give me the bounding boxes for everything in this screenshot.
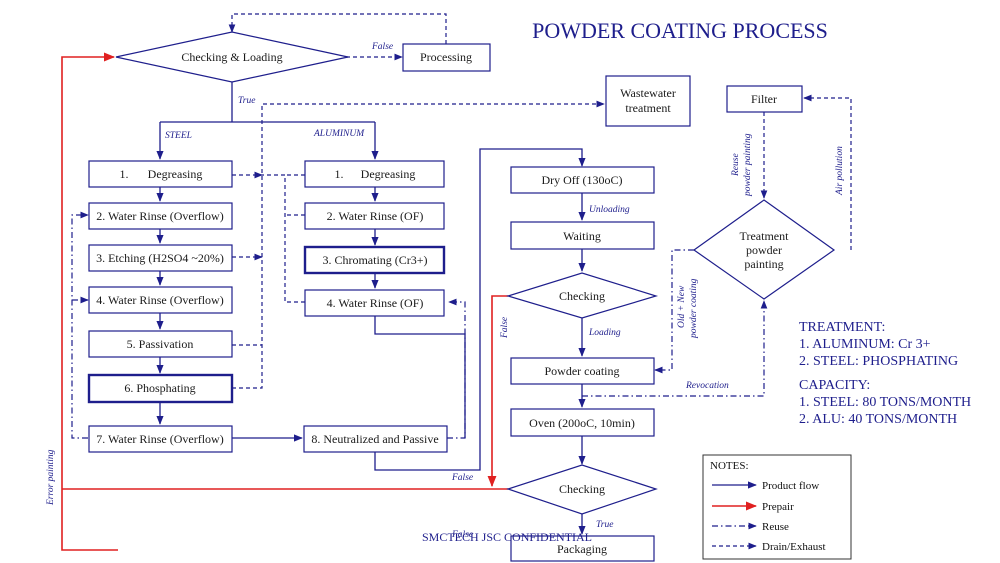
legend-header: NOTES: [710,460,749,472]
steel-degreasing-box [88,160,233,188]
loading-tag: Loading [588,328,621,338]
treatment-label-2: powder [746,243,782,257]
drain-line [284,175,305,303]
dry-off-label: Dry Off (130oC) [541,173,622,187]
to-dry-off-arrow [374,148,586,471]
capacity-line-1: 1. STEEL: 80 TONS/MONTH [799,395,971,410]
alu-chromating-box [303,245,446,275]
treatment-label-1: Treatment [740,229,790,243]
old-new-tag-1: Old + New [677,285,687,328]
alu-rinse-1-label: 2. Water Rinse (OF) [327,209,424,223]
treatment-header: TREATMENT: [799,320,885,335]
checking-1-label: Checking [559,289,605,303]
air-pollution-arrow [803,94,852,250]
reuse-tag-1: Reuse [731,153,741,177]
legend-item: Product flow [762,480,819,492]
neutralized-reuse-arrow [447,298,466,439]
alu-degreasing-num: 1. [335,167,344,181]
legend: NOTES: Product flow Prepair Reuse Drain/… [702,454,852,560]
true-low-tag: True [596,520,613,530]
checking-loading-label: Checking & Loading [181,50,282,64]
capacity-line-2: 2. ALU: 40 TONS/MONTH [799,412,957,427]
treatment-line-1: 1. ALUMINUM: Cr 3+ [799,337,931,352]
steel-rinse-2-label: 4. Water Rinse (Overflow) [96,293,223,307]
powder-coating-box [510,357,655,385]
checking-2-diamond [506,464,658,515]
legend-item: Prepair [762,501,794,513]
packaging-label: Packaging [557,542,607,556]
legend-item: Reuse [762,521,789,533]
checking-2-label: Checking [559,482,605,496]
confidential-watermark: SMCTECH JSC CONFIDENTIAL [422,530,592,544]
repair-return-arrow [487,295,508,488]
treatment-diamond [692,199,836,300]
checking-1-diamond [505,272,659,319]
old-new-powder-arrow [654,249,694,374]
alu-degreasing-box [304,160,445,188]
alu-degreasing-label: Degreasing [361,167,416,181]
wastewater-label-2: treatment [625,101,671,115]
neutralized-box [303,425,448,453]
steel-rinse-1-box [88,202,233,230]
alu-rinse-2-label: 4. Water Rinse (OF) [327,296,424,310]
wastewater-box [605,75,691,127]
unloading-tag: Unloading [589,205,630,215]
dry-off-box [510,166,655,194]
wastewater-label-1: Wastewater [620,86,676,100]
oven-label: Oven (200oC, 10min) [529,416,635,430]
alu-rinse-1-box [304,202,445,230]
steel-tag: STEEL [165,131,192,141]
air-pollution-tag: Air pollution [835,146,845,196]
capacity-header: CAPACITY: [799,378,870,393]
page-title: POWDER COATING PROCESS [532,18,828,43]
revocation-tag: Revocation [685,381,729,391]
alu-rinse-2-box [304,289,445,317]
processing-label: Processing [420,50,472,64]
oven-box [510,408,655,437]
filter-label: Filter [751,92,777,106]
treatment-label-3: painting [744,257,783,271]
neutralized-label: 8. Neutralized and Passive [311,432,438,446]
steel-rinse-reuse-loop [71,211,89,439]
drain-to-wastewater-arrow [232,100,605,389]
powder-coating-label: Powder coating [545,364,620,378]
steel-rinse-3-label: 7. Water Rinse (Overflow) [96,432,223,446]
revocation-arrow [582,300,768,397]
steel-etching-label: 3. Etching (H2SO4 ~20%) [96,251,224,265]
steel-passivation-box [88,330,233,358]
reuse-tag-2: powder painting [743,133,753,197]
steel-phosphating-box [87,373,234,404]
steel-rinse-1-label: 2. Water Rinse (Overflow) [96,209,223,223]
waiting-box [510,221,655,250]
old-new-tag-2: powder coating [689,278,699,339]
treatment-line-2: 2. STEEL: PHOSPHATING [799,354,958,369]
false-tag: False [371,42,393,52]
steel-phosphating-label: 6. Phosphating [124,381,195,395]
steel-degreasing-num: 1. [120,167,129,181]
legend-item: Drain/Exhaust [762,541,826,553]
filter-box [726,85,803,113]
alu-exit-line [374,316,466,438]
error-painting-arrow [61,52,118,551]
aluminum-tag: ALUMINUM [313,129,365,139]
steel-etching-box [88,244,233,272]
false-low-tag: False [451,473,473,483]
false-pack-tag: False [451,530,473,540]
processing-return-arrow [228,13,447,44]
error-painting-tag: Error painting [46,449,56,506]
alu-chromating-label: 3. Chromating (Cr3+) [322,253,427,267]
false-mid-tag: False [500,317,510,339]
packaging-box [510,535,655,562]
legend-box [702,454,852,560]
steel-rinse-2-box [88,286,233,314]
checking-loading-diamond [115,31,349,83]
steel-passivation-label: 5. Passivation [127,337,194,351]
steel-rinse-3-box [88,425,233,453]
true-tag: True [238,96,255,106]
processing-box [402,43,491,72]
steel-degreasing-label: Degreasing [148,167,203,181]
waiting-label: Waiting [563,229,601,243]
